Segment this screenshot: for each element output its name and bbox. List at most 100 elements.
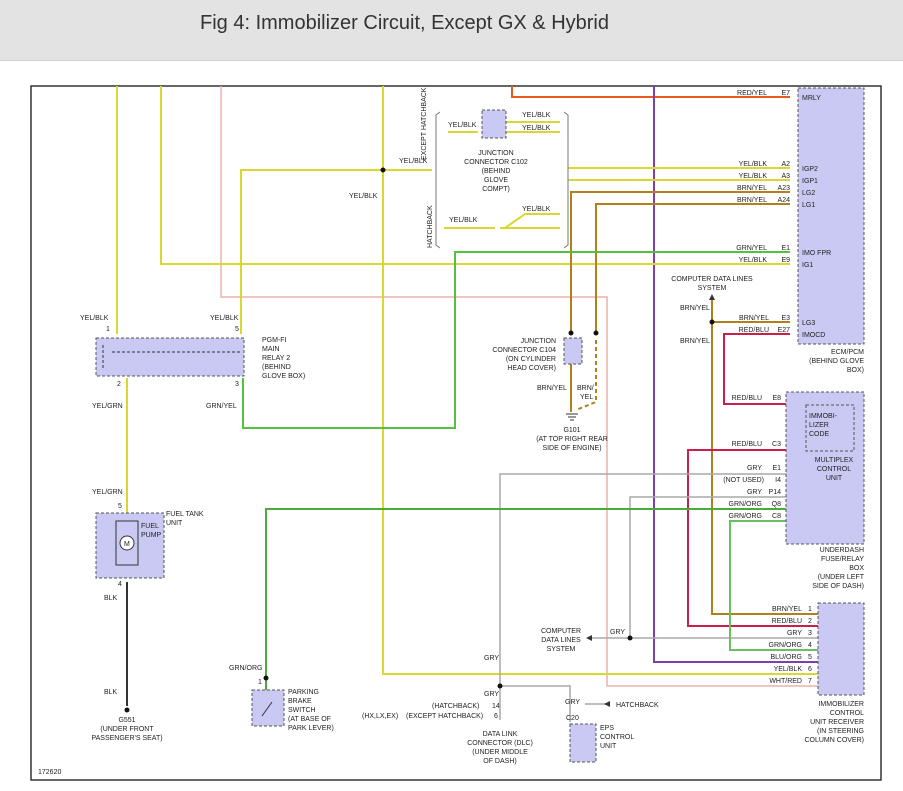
dlc-line: DATA LINK	[483, 731, 518, 738]
ecm-pin-id: E3	[781, 315, 790, 322]
icu-pin-id: 5	[808, 654, 812, 661]
pin-number: 14	[492, 703, 500, 710]
icu-line: IMMOBILIZER	[818, 701, 864, 708]
ecm-pin-id: A24	[778, 197, 791, 204]
dlc-except-hatchback: (EXCEPT HATCHBACK)	[406, 713, 483, 720]
ecm-pin-label: LG2	[802, 190, 815, 197]
icu-pin-id: 7	[808, 678, 812, 685]
page-title: Fig 4: Immobilizer Circuit, Except GX & …	[200, 12, 609, 34]
ecm-pin-label: MRLY	[802, 95, 821, 102]
g101-caption: G101 (AT TOP RIGHT REAR SIDE OF ENGINE)	[536, 427, 608, 452]
wire-label-gry: GRY	[484, 655, 499, 662]
relay-caption-line: GLOVE BOX)	[262, 373, 305, 380]
pin-number: 2	[117, 381, 121, 388]
wire-grnyel-imo	[242, 251, 790, 429]
header-bar: Fig 4: Immobilizer Circuit, Except GX & …	[0, 0, 903, 61]
motor-label: M	[124, 541, 130, 548]
wire-redblu-imocd	[723, 333, 790, 405]
ecm-caption-line: BOX)	[847, 367, 864, 374]
icu-wire-label: WHT/RED	[769, 678, 802, 685]
ecm-caption-line: (BEHIND GLOVE	[809, 358, 864, 365]
hatchback-arrow	[604, 701, 610, 707]
junction-c104-caption: JUNCTION CONNECTOR C104 (ON CYLINDER HEA…	[492, 338, 556, 372]
ecm-pin-id: E7	[781, 90, 790, 97]
wire-label-blk: BLK	[104, 595, 118, 602]
cdls-bottom-line: COMPUTER	[541, 628, 581, 635]
eps-line: UNIT	[600, 743, 617, 750]
immob-code-line: CODE	[809, 431, 830, 438]
hatchback-vertical-label: HATCHBACK	[427, 205, 434, 248]
figure-id: 172620	[38, 769, 61, 776]
ecm-pin-label: IG1	[802, 262, 813, 269]
g551-line: PASSENGER'S SEAT)	[91, 735, 162, 742]
icu-wire-label: BRN/YEL	[772, 606, 802, 613]
g551-ground-point	[124, 707, 130, 713]
except-hatchback-label: EXCEPT HATCHBACK	[421, 87, 428, 160]
wire-label-brn-split: YEL	[580, 394, 593, 401]
wire-gry-e1	[499, 473, 790, 686]
eps-line: CONTROL	[600, 734, 634, 741]
ecm-wire-label: RED/YEL	[737, 90, 767, 97]
brake-line: BRAKE	[288, 698, 312, 705]
mux-pin-id: C8	[772, 513, 781, 520]
mux-pin-id: E1	[772, 465, 781, 472]
immobilizer-receiver-box	[817, 602, 865, 696]
wire-violet	[653, 86, 818, 663]
mux-wire-label: GRY	[747, 465, 762, 472]
g551-line: (UNDER FRONT	[100, 726, 154, 733]
ecm-pin-id: A23	[778, 185, 791, 192]
mux-pin-id: P14	[769, 489, 782, 496]
ecm-wire-label: YEL/BLK	[739, 173, 768, 180]
wire-label-yelblk: YEL/BLK	[449, 217, 478, 224]
wire-label-yelblk: YEL/BLK	[522, 112, 551, 119]
relay-caption-line: (BEHIND	[262, 364, 291, 371]
ecm-pin-label: IMOCD	[802, 332, 825, 339]
c102-caption-line: JUNCTION	[478, 150, 513, 157]
brake-line: PARK LEVER)	[288, 725, 334, 732]
mux-wire-label: RED/BLU	[732, 441, 762, 448]
cdls-top-arrow	[709, 294, 715, 300]
wire-gry-dlc	[499, 685, 571, 722]
cdls-bottom-line: DATA LINES	[541, 637, 581, 644]
multiplex-line: UNIT	[826, 475, 843, 482]
junction-c104-box	[563, 337, 583, 365]
wire-red-yel-mrly	[511, 86, 790, 98]
ecm-wire-label: BRN/YEL	[737, 197, 767, 204]
icu-pin-id: 2	[808, 618, 812, 625]
ecm-pin-id: A3	[781, 173, 790, 180]
pin-number: 6	[494, 713, 498, 720]
wire-label-gry: GRY	[610, 629, 625, 636]
pin-number: 1	[106, 326, 110, 333]
wire-label-yelblk: YEL/BLK	[349, 193, 378, 200]
icu-caption: IMMOBILIZER CONTROL UNIT RECEIVER (IN ST…	[804, 701, 864, 744]
brake-line: SWITCH	[288, 707, 316, 714]
wire-yelblk-c102-top	[448, 121, 560, 133]
wire-label-yelgrn: YEL/GRN	[92, 403, 123, 410]
cdls-bottom-line: SYSTEM	[547, 646, 576, 653]
mux-wire-label: (NOT USED)	[723, 477, 764, 484]
ecm-wire-label: GRN/YEL	[736, 245, 767, 252]
fuel-tank-caption: FUEL TANK UNIT FUEL PUMP	[141, 511, 204, 539]
pin-number: 5	[118, 503, 122, 510]
dlc-hatchback: (HATCHBACK)	[432, 703, 479, 710]
icu-pin-id: 4	[808, 642, 812, 649]
icu-wire-labels: BRN/YEL RED/BLU GRY GRN/ORG BLU/ORG YEL/…	[769, 606, 803, 685]
ecm-pin-label: IGP1	[802, 178, 818, 185]
g551-caption: G551 (UNDER FRONT PASSENGER'S SEAT)	[91, 717, 162, 742]
immob-code-line: LIZER	[809, 422, 829, 429]
relay-caption-line: RELAY 2	[262, 355, 290, 362]
icu-pin-id: 6	[808, 666, 812, 673]
wire-yelblk-trunk	[382, 86, 818, 675]
ecm-pin-id: E1	[781, 245, 790, 252]
fuel-tank-line: FUEL TANK	[166, 511, 204, 518]
wire-label-gry: GRY	[565, 699, 580, 706]
c102-caption-line: CONNECTOR C102	[464, 159, 528, 166]
fuel-pump-motor-icon	[119, 535, 135, 551]
wire-yelblk-ig1	[160, 86, 790, 265]
mux-wire-label: GRY	[747, 489, 762, 496]
cdls-bottom-arrow	[586, 635, 592, 641]
g101-ground-symbol	[566, 413, 578, 421]
ecm-pin-ids: E7 A2 A3 A23 A24 E1 E9 E3 E27	[778, 90, 791, 334]
ecm-pin-label: IMO FPR	[802, 250, 831, 257]
